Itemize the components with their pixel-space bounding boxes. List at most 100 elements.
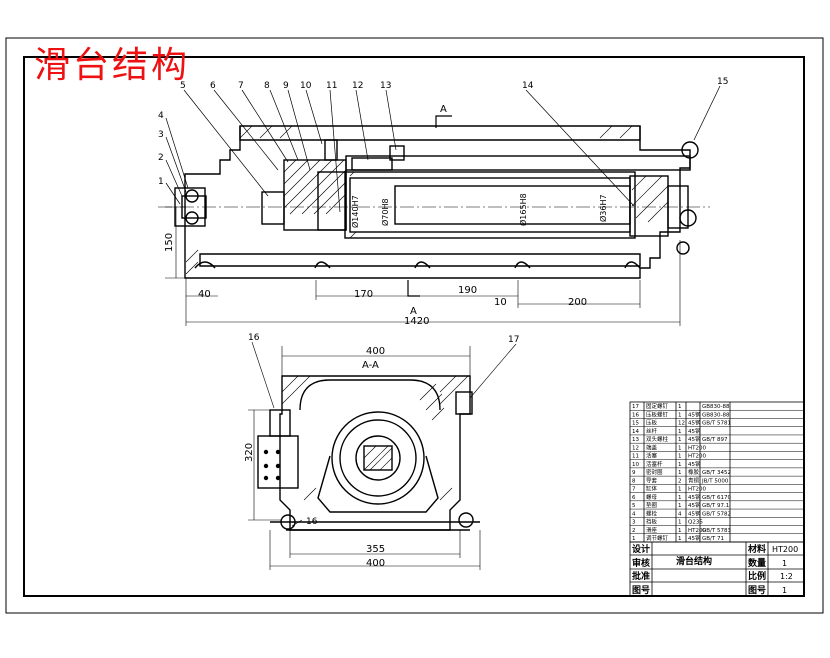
dim-150: 150 xyxy=(164,233,175,252)
callout-1: 1 xyxy=(158,177,164,187)
parts-cell-mat: 45钢 xyxy=(688,534,701,542)
parts-cell-mat: 橡胶 xyxy=(688,468,700,476)
parts-cell-mat: HT200 xyxy=(688,445,706,451)
tb-check-label: 审核 xyxy=(632,557,650,569)
section-marker-top: A xyxy=(440,104,447,115)
parts-cell-qty: 1 xyxy=(678,404,682,410)
parts-cell-no: 3 xyxy=(632,520,636,526)
tb-sheet-value: 1 xyxy=(782,586,787,595)
parts-cell-std: GB/T 5781 xyxy=(702,421,731,427)
section-view xyxy=(257,375,480,531)
parts-cell-name: 活塞杆 xyxy=(646,460,663,468)
parts-cell-name: 螺栓 xyxy=(646,509,658,517)
section-hatching xyxy=(281,375,469,501)
parts-cell-mat: 青铜 xyxy=(688,476,700,484)
tb-sheet-no-label: 图号 xyxy=(748,585,766,596)
callout-10: 10 xyxy=(300,81,312,91)
parts-cell-no: 9 xyxy=(632,470,636,476)
section-cut-marker xyxy=(407,115,452,297)
section-marker-bottom: A xyxy=(410,306,417,317)
callout-14: 14 xyxy=(522,81,534,91)
parts-cell-std: GB/T 97.1 xyxy=(702,503,729,509)
callout-12: 12 xyxy=(352,81,363,91)
parts-cell-no: 14 xyxy=(632,429,639,435)
inner-frame xyxy=(23,56,805,597)
parts-cell-no: 10 xyxy=(632,462,639,468)
dim-170: 170 xyxy=(354,289,373,300)
callout-7: 7 xyxy=(238,81,244,91)
parts-cell-qty: 1 xyxy=(678,495,682,501)
parts-cell-name: 调节螺钉 xyxy=(646,534,669,542)
callout-15: 15 xyxy=(717,77,728,87)
tb-material-value: HT200 xyxy=(772,545,798,554)
parts-cell-no: 13 xyxy=(632,437,639,443)
parts-cell-std: GB/T 6170 xyxy=(702,495,731,501)
title-block xyxy=(629,541,805,597)
callout-9: 9 xyxy=(283,81,289,91)
clamp-dots xyxy=(263,449,281,481)
parts-cell-mat: 45钢 xyxy=(688,419,701,427)
parts-cell-mat: 45钢 xyxy=(688,501,701,509)
parts-cell-name: 压板 xyxy=(646,419,658,427)
parts-cell-name: 丝杆 xyxy=(646,427,658,435)
parts-cell-no: 11 xyxy=(632,454,639,460)
tb-approve-label: 批准 xyxy=(632,570,650,582)
parts-cell-qty: 1 xyxy=(678,503,682,509)
callout-4: 4 xyxy=(158,111,164,121)
parts-cell-name: 压板螺钉 xyxy=(646,410,669,418)
dim-1420: 1420 xyxy=(404,316,429,327)
parts-cell-qty: 1 xyxy=(678,445,682,451)
callout-2: 2 xyxy=(158,153,164,163)
parts-cell-name: 端盖 xyxy=(646,443,658,451)
parts-cell-qty: 1 xyxy=(678,520,682,526)
callout-8: 8 xyxy=(264,81,270,91)
parts-cell-mat: 45钢 xyxy=(688,509,701,517)
parts-cell-std: GB/T 5782 xyxy=(702,511,731,517)
dia-36: Ø36H7 xyxy=(598,194,608,222)
parts-cell-mat: HT200 xyxy=(688,487,706,493)
callout-6: 6 xyxy=(210,81,216,91)
parts-cell-qty: 1 xyxy=(678,429,682,435)
dia-70: Ø70H8 xyxy=(380,198,390,226)
parts-cell-qty: 4 xyxy=(678,511,682,517)
parts-cell-name: 垫圈 xyxy=(646,501,658,509)
parts-cell-name: 活塞 xyxy=(646,452,658,460)
callout-17: 17 xyxy=(508,335,519,345)
parts-cell-std: GB830-88 xyxy=(702,404,730,410)
dim-200: 200 xyxy=(568,297,587,308)
parts-cell-name: 挡板 xyxy=(646,518,658,526)
parts-cell-std: GB/T 5783 xyxy=(702,528,731,534)
leader-lines xyxy=(165,85,721,213)
section-title: A-A xyxy=(362,360,379,371)
parts-cell-name: 导套 xyxy=(646,476,658,484)
section-dimension-lines xyxy=(248,341,517,570)
callout-13: 13 xyxy=(380,81,391,91)
tb-drawing-name: 滑台结构 xyxy=(676,555,712,567)
dim-355: 355 xyxy=(366,544,385,555)
dim-320: 320 xyxy=(244,443,255,462)
parts-cell-mat: Q235 xyxy=(688,520,703,526)
parts-cell-qty: 1 xyxy=(678,412,682,418)
dim-10: 10 xyxy=(494,297,507,308)
parts-cell-mat: 45钢 xyxy=(688,427,701,435)
parts-cell-no: 4 xyxy=(632,511,636,517)
dia-165: Ø165H8 xyxy=(518,193,528,226)
main-dimension-lines xyxy=(165,206,681,326)
parts-cell-mat: 45钢 xyxy=(688,410,701,418)
callout-3: 3 xyxy=(158,130,164,140)
tb-design-label: 设计 xyxy=(632,543,650,555)
outer-frame xyxy=(5,37,824,614)
callout-11: 11 xyxy=(326,81,337,91)
parts-cell-no: 1 xyxy=(632,536,636,542)
parts-cell-qty: 1 xyxy=(678,462,682,468)
parts-cell-name: 螺母 xyxy=(646,493,658,501)
tb-scale-value: 1:2 xyxy=(780,572,793,581)
drawing-title: 滑台结构 xyxy=(34,45,191,86)
parts-cell-name: 滑座 xyxy=(646,526,658,534)
parts-cell-name: 密封圈 xyxy=(646,468,663,476)
parts-cell-qty: 1 xyxy=(678,487,682,493)
parts-cell-name: 双头螺柱 xyxy=(646,435,669,443)
